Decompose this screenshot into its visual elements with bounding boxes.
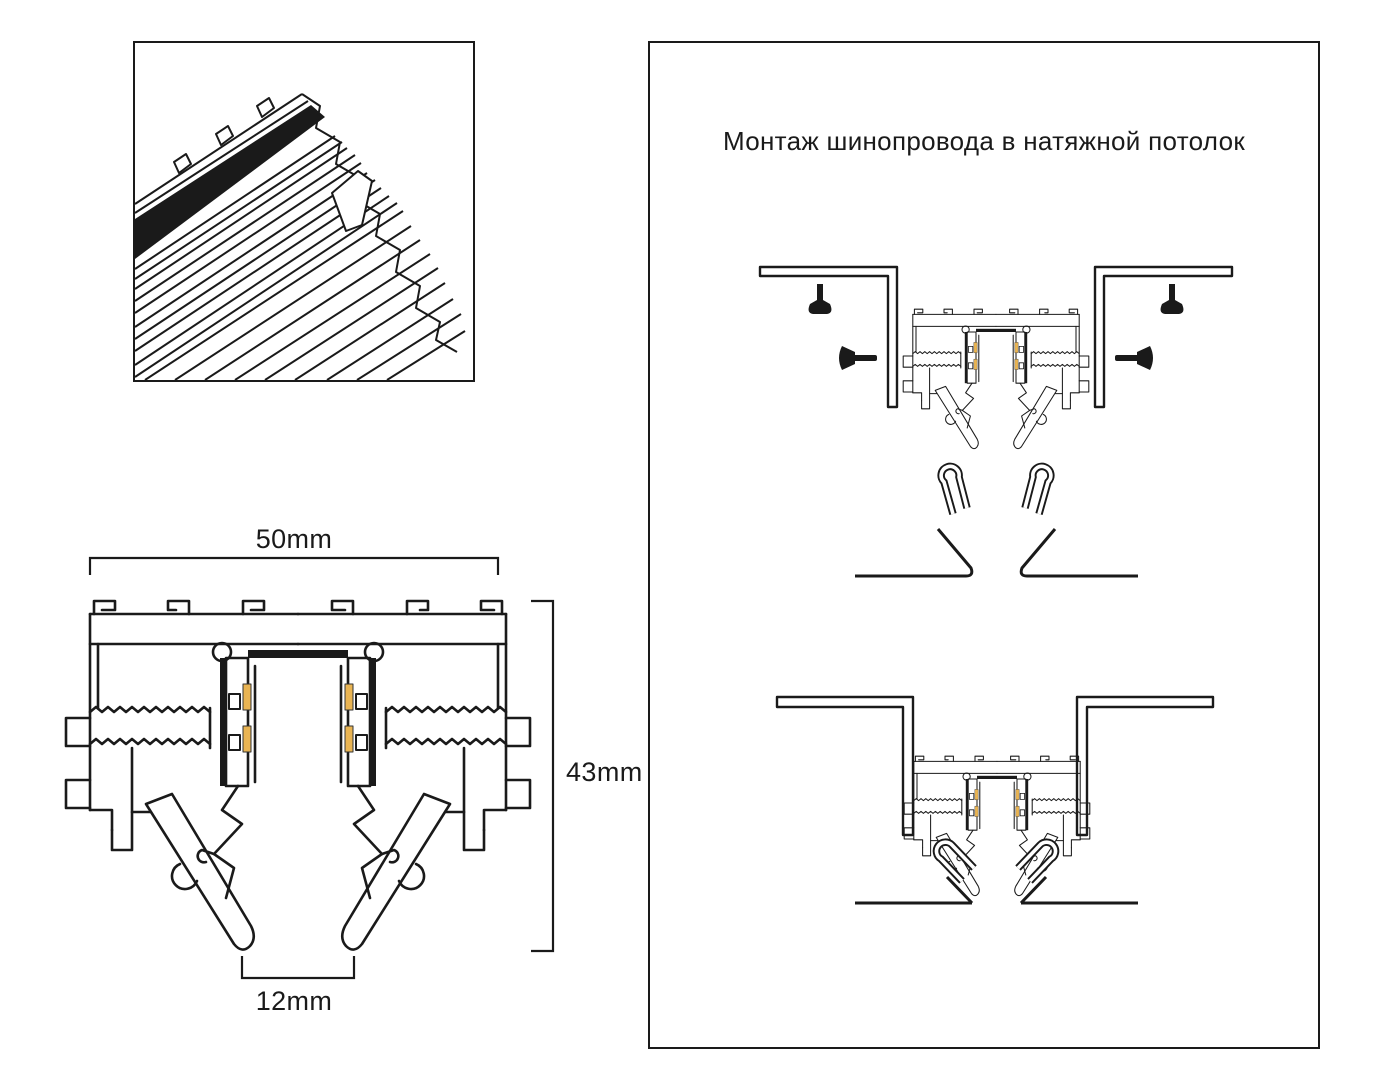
screw-icon bbox=[839, 346, 877, 370]
ceiling-bracket-right bbox=[1093, 265, 1234, 409]
track-profile-step2 bbox=[904, 756, 1090, 895]
dimension-width-bracket bbox=[88, 556, 500, 575]
harpoon-clip-left bbox=[937, 462, 971, 516]
montage-step-2 bbox=[775, 695, 1215, 905]
screw-icon bbox=[1160, 284, 1184, 314]
dimension-slot-bracket bbox=[240, 956, 356, 980]
dimension-height-label: 43mm bbox=[566, 757, 643, 787]
ceiling-bracket-left bbox=[758, 265, 899, 409]
stretch-ceiling-fabric bbox=[855, 875, 1138, 905]
iso-hook-nub bbox=[173, 153, 192, 174]
iso-hook-nub bbox=[256, 97, 275, 118]
screw-icon bbox=[808, 284, 832, 314]
cross-section-drawing bbox=[66, 601, 530, 950]
screw-icon bbox=[1115, 346, 1153, 370]
iso-top-edge bbox=[134, 93, 303, 205]
ceiling-bracket-right bbox=[1075, 695, 1215, 837]
montage-panel bbox=[648, 41, 1320, 1049]
harpoon-clip-right bbox=[1021, 462, 1055, 516]
isometric-view-panel bbox=[133, 41, 475, 382]
dimension-lines bbox=[88, 556, 555, 980]
iso-dark-band bbox=[135, 105, 325, 259]
iso-hook-nub bbox=[215, 125, 234, 146]
harpoon-clip-right bbox=[1015, 838, 1060, 884]
harpoon-clip-left bbox=[932, 838, 977, 884]
montage-step-1 bbox=[758, 265, 1234, 578]
isometric-profile-drawing bbox=[134, 93, 466, 381]
dimension-slot-label: 12mm bbox=[255, 986, 333, 1016]
iso-connector-flap bbox=[331, 170, 373, 232]
dimension-height-bracket bbox=[531, 599, 555, 953]
track-profile-step1 bbox=[903, 309, 1089, 448]
dimension-width-label: 50mm bbox=[255, 524, 333, 554]
stretch-ceiling-fabric bbox=[855, 528, 1138, 578]
montage-title: Монтаж шинопровода в натяжной потолок bbox=[722, 126, 1246, 156]
ceiling-bracket-left bbox=[775, 695, 915, 837]
